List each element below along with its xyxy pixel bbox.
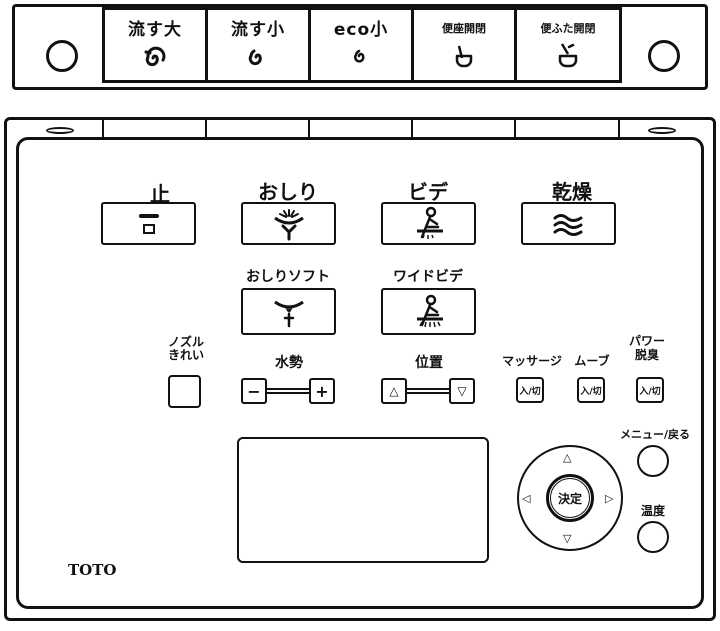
swirl-eco-icon	[350, 46, 372, 70]
pressure-plus-button[interactable]: +	[309, 378, 335, 404]
confirm-ring: 決定	[550, 478, 590, 518]
lid-open-close-label: 便ふた開閉	[540, 22, 596, 35]
slot-divider	[618, 120, 620, 138]
slot-indicator	[46, 127, 74, 134]
lid-open-close-button[interactable]: 便ふた開閉	[514, 7, 622, 83]
wide-bidet-label: ワイドビデ	[393, 269, 463, 285]
dpad-up-icon[interactable]: △	[563, 451, 572, 464]
nozzle-clean-label: ノズル きれい	[158, 336, 214, 362]
control-panel	[16, 137, 704, 609]
slot-divider	[205, 120, 207, 138]
swirl-large-icon	[142, 46, 168, 74]
massage-label: マッサージ	[502, 354, 562, 368]
position-down-button[interactable]: ▽	[449, 378, 475, 404]
slot-indicator	[648, 127, 676, 134]
flush-large-button[interactable]: 流す大	[102, 7, 208, 83]
triangle-down-icon: ▽	[457, 384, 467, 398]
stop-label: 止	[150, 182, 170, 206]
flush-eco-label: eco小	[333, 20, 389, 40]
pressure-minus-button[interactable]: −	[241, 378, 267, 404]
on-off-label: 入/切	[580, 386, 602, 397]
triangle-up-icon: △	[389, 384, 399, 398]
pressure-rail	[267, 388, 309, 394]
temperature-label: 温度	[640, 504, 665, 518]
bidet-icon	[416, 206, 443, 239]
confirm-label: 決定	[557, 491, 582, 506]
oshiri-label: おしり	[258, 180, 318, 204]
slot-divider	[411, 120, 413, 138]
temperature-button[interactable]	[637, 521, 669, 553]
move-on-off-button[interactable]: 入/切	[577, 377, 605, 403]
dpad-left-icon[interactable]: ◁	[522, 492, 531, 505]
power-deodorize-label: パワー 脱臭	[622, 334, 672, 362]
plus-icon: +	[315, 381, 329, 401]
confirm-button[interactable]: 決定	[546, 474, 594, 522]
menu-back-label: メニュー/戻る	[619, 428, 691, 441]
oshiri-button[interactable]	[241, 202, 336, 245]
move-label: ムーブ	[574, 354, 610, 368]
stop-icon	[138, 213, 159, 234]
position-rail	[407, 388, 449, 394]
rear-wash-icon	[273, 208, 304, 240]
brand-logo: TOTO	[68, 561, 117, 579]
nozzle-clean-button[interactable]	[168, 375, 201, 408]
wide-bidet-button[interactable]	[381, 288, 476, 335]
dpad-right-icon[interactable]: ▷	[605, 492, 614, 505]
wide-bidet-icon	[416, 294, 443, 327]
nozzle-clean-label-line1: ノズル	[167, 335, 204, 349]
dpad[interactable]	[517, 445, 623, 551]
bidet-label: ビデ	[408, 180, 448, 204]
slot-divider	[514, 120, 516, 138]
flush-small-label: 流す小	[231, 20, 285, 40]
dryer-icon	[553, 213, 582, 236]
soft-wash-icon	[273, 300, 304, 327]
massage-on-off-button[interactable]: 入/切	[516, 377, 544, 403]
seat-open-close-label: 便座開閉	[442, 22, 486, 35]
dry-button[interactable]	[521, 202, 616, 245]
menu-back-button[interactable]	[637, 445, 669, 477]
power-deodorize-label-line1: パワー	[628, 334, 665, 348]
power-deodorize-label-line2: 脱臭	[634, 348, 659, 362]
flush-large-label: 流す大	[128, 20, 182, 40]
lcd-display	[237, 437, 489, 563]
seat-open-close-icon	[452, 42, 476, 72]
oshiri-soft-label: おしりソフト	[246, 269, 330, 285]
right-round-button[interactable]	[648, 40, 680, 72]
pressure-label: 水勢	[275, 355, 303, 371]
minus-icon: −	[247, 381, 261, 401]
dry-label: 乾燥	[552, 180, 592, 204]
stop-button[interactable]	[101, 202, 196, 245]
position-label: 位置	[415, 355, 443, 371]
power-deodorize-on-off-button[interactable]: 入/切	[636, 377, 664, 403]
slot-divider	[308, 120, 310, 138]
dpad-down-icon[interactable]: ▽	[563, 532, 572, 545]
flush-small-button[interactable]: 流す小	[205, 7, 311, 83]
left-round-button[interactable]	[46, 40, 78, 72]
slot-divider	[102, 120, 104, 138]
lid-open-close-icon	[556, 42, 580, 72]
on-off-label: 入/切	[639, 386, 661, 397]
nozzle-clean-label-line2: きれい	[167, 348, 204, 362]
seat-open-close-button[interactable]: 便座開閉	[411, 7, 517, 83]
bidet-button[interactable]	[381, 202, 476, 245]
swirl-small-icon	[246, 46, 270, 72]
flush-eco-button[interactable]: eco小	[308, 7, 414, 83]
on-off-label: 入/切	[519, 386, 541, 397]
oshiri-soft-button[interactable]	[241, 288, 336, 335]
position-up-button[interactable]: △	[381, 378, 407, 404]
